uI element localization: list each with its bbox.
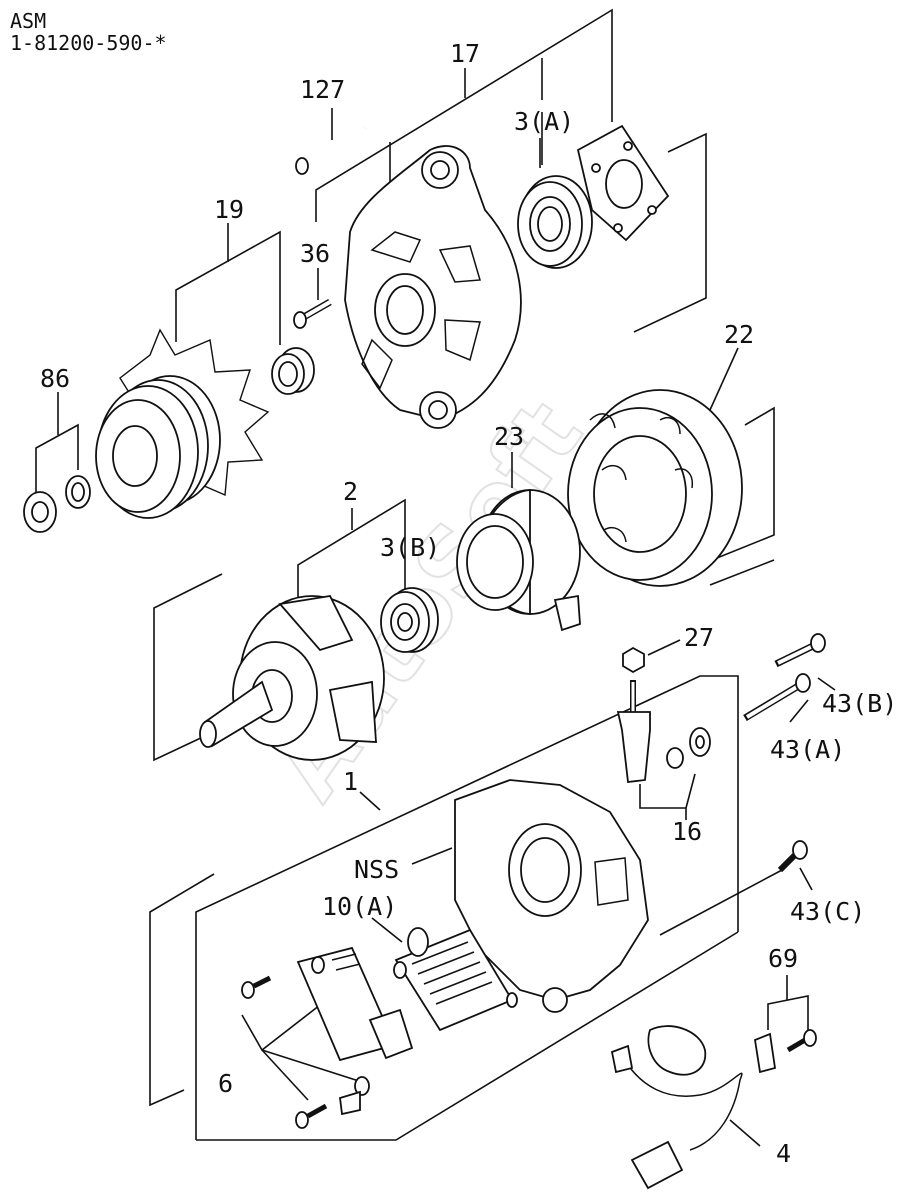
- assembly-label: ASM: [10, 9, 46, 33]
- wire-harness-4: [610, 1025, 743, 1190]
- through-bolt-127: [295, 126, 367, 175]
- nut-27: [622, 646, 645, 674]
- bolt-43b: [774, 633, 826, 668]
- callout-43c: 43(C): [790, 897, 865, 926]
- pulley: [95, 375, 221, 519]
- callout-6: 6: [218, 1069, 233, 1098]
- callout-nss: NSS: [354, 855, 399, 884]
- leader-lines: [35, 8, 836, 1147]
- terminal-set-16: [616, 680, 711, 783]
- callout-16: 16: [672, 817, 702, 846]
- callout-2: 2: [343, 477, 358, 506]
- spring-washer: [65, 475, 91, 509]
- bearing-3a: [517, 175, 593, 269]
- front-housing-17: [344, 145, 522, 429]
- assembly-part-number: 1-81200-590-*: [10, 31, 167, 55]
- spacer-collar: [271, 347, 315, 395]
- callout-36: 36: [300, 239, 330, 268]
- regulator-brush-holder: [296, 946, 414, 1062]
- callout-19: 19: [214, 195, 244, 224]
- callout-69: 69: [768, 944, 798, 973]
- callout-3b: 3(B): [380, 533, 440, 562]
- stator-22: [567, 389, 743, 587]
- screw-6-bottom: [295, 1103, 328, 1129]
- callout-27: 27: [684, 623, 714, 652]
- callout-1: 1: [343, 767, 358, 796]
- callout-127: 127: [300, 75, 345, 104]
- bearing-3b: [380, 587, 439, 653]
- bolt-43c: [777, 840, 808, 873]
- callout-17: 17: [450, 39, 480, 68]
- screw-36: [293, 298, 332, 329]
- bolt-69: [786, 1029, 817, 1053]
- rectifier-10a: [393, 927, 518, 1032]
- callout-23: 23: [494, 422, 524, 451]
- callout-86: 86: [40, 364, 70, 393]
- callout-10a: 10(A): [322, 892, 397, 921]
- callout-3a: 3(A): [514, 107, 574, 136]
- rear-housing-nss: [454, 779, 649, 1013]
- screw-6-top: [241, 975, 272, 999]
- pulley-nut-86: [23, 491, 57, 533]
- bearing-cover-23: [456, 489, 581, 632]
- callout-43b: 43(B): [822, 689, 897, 718]
- callout-22: 22: [724, 320, 754, 349]
- callout-43a: 43(A): [770, 735, 845, 764]
- clip-69: [754, 1032, 777, 1074]
- callout-4: 4: [776, 1139, 791, 1168]
- bearing-retainer-plate: [576, 124, 670, 242]
- screw-6-mid: [339, 1076, 370, 1116]
- callout-labels: 127 17 3(A) 19 36 86 22 23 2 3(B) 27 43(…: [40, 39, 897, 1168]
- rotor-2: [199, 595, 385, 761]
- bolt-43a: [743, 673, 811, 722]
